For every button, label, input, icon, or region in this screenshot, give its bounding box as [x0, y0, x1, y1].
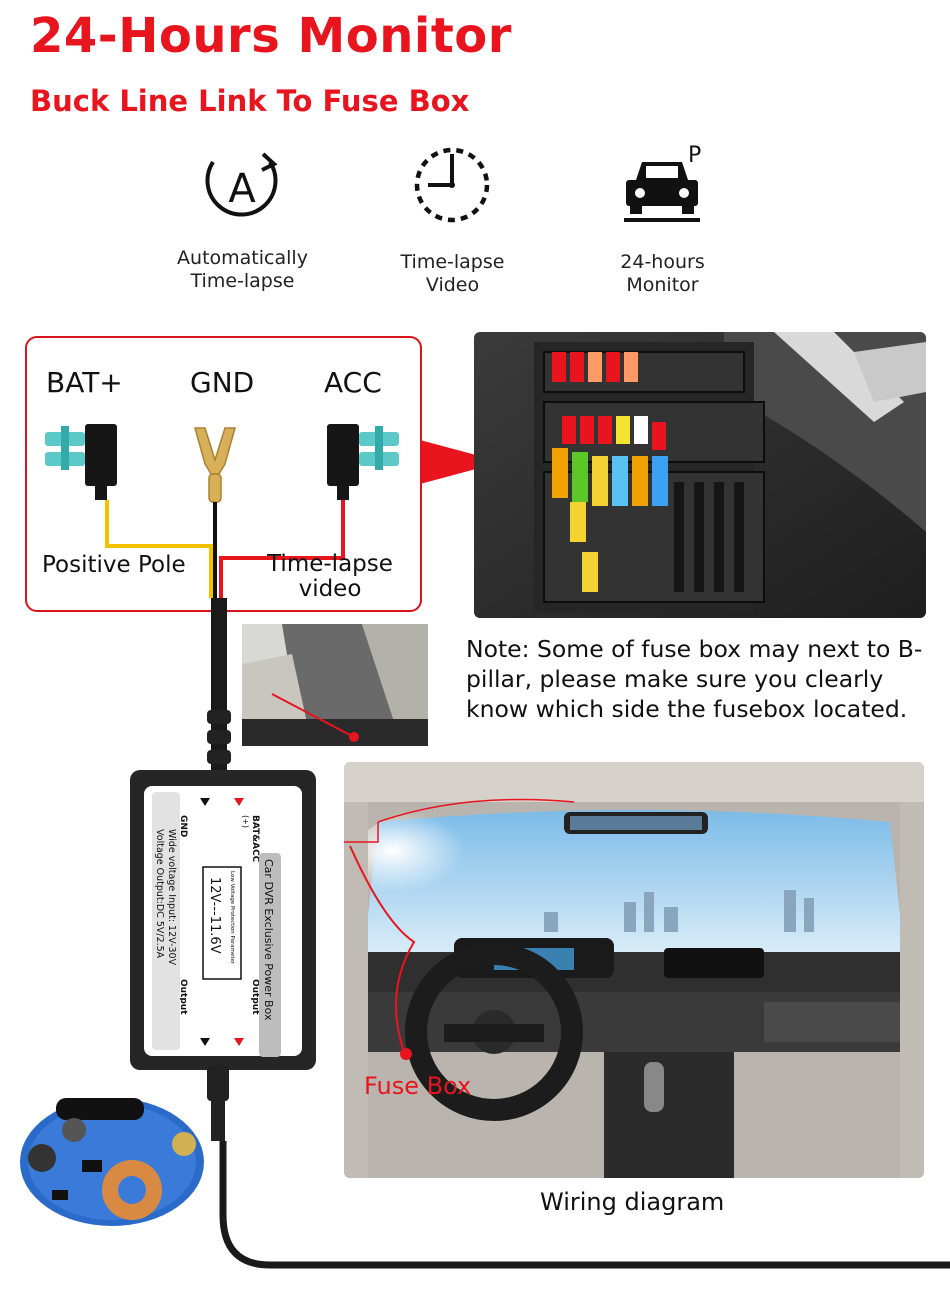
fuse-box-note: Note: Some of fuse box may next to B-pil… [466, 635, 923, 723]
gnd-terminal-icon [194, 427, 236, 503]
clock-icon [414, 147, 490, 223]
page-subtitle: Buck Line Link To Fuse Box [30, 84, 470, 118]
cable-lower [207, 1065, 950, 1269]
power-box-gnd: GND [178, 815, 188, 837]
acc-label: ACC [324, 366, 382, 399]
power-box-plus: (+) [241, 815, 250, 828]
pointer-arrow-icon [420, 440, 502, 484]
power-box-module: BAT&ACC (+) GND (-) Output Output Car DV… [130, 770, 316, 1070]
circuit-board-image [20, 1098, 204, 1226]
power-box-bat-acc: BAT&ACC [250, 815, 260, 863]
acc-fuse-tap-icon [327, 424, 399, 500]
svg-text:A: A [228, 166, 256, 212]
parked-car-icon: P [624, 143, 701, 222]
wiring-diagram [45, 424, 399, 708]
bat-label: BAT+ [46, 366, 123, 399]
gnd-label: GND [190, 366, 255, 399]
feature-label: 24-hours Monitor [620, 251, 705, 296]
car-interior-photo [344, 762, 924, 1178]
power-box-output-plus: Output [250, 979, 260, 1015]
feature-auto-timelapse: A Automatically Time-lapse [170, 140, 315, 292]
power-box-output-spec: Voltage Output:DC 5V/2.5A [154, 829, 165, 959]
power-box-param-value: 12V---11.6V [207, 877, 222, 954]
timelapse-video-label: Time-lapse video [267, 551, 393, 602]
feature-label: Automatically Time-lapse [177, 247, 308, 292]
positive-pole-label: Positive Pole [42, 552, 186, 578]
feature-timelapse-video: Time-lapse Video [380, 140, 525, 296]
power-box-param-title: Low Voltage Protection Parameter [229, 871, 235, 965]
page-title: 24-Hours Monitor [30, 8, 512, 64]
cable-upper [207, 700, 231, 780]
parking-badge: P [688, 143, 701, 168]
b-pillar-photo [242, 624, 428, 746]
power-box-input-spec: Wide voltage Input: 12V-30V [166, 829, 177, 966]
bat-fuse-tap-icon [45, 424, 117, 500]
feature-label: Time-lapse Video [400, 251, 505, 296]
power-box-output-minus: Output [178, 979, 188, 1015]
auto-timelapse-icon: A [205, 152, 278, 217]
fuse-box-label: Fuse Box [364, 1072, 472, 1100]
fuse-row [552, 352, 668, 592]
feature-24h-monitor: P 24-hours Monitor [590, 140, 735, 296]
power-box-brand: Car DVR Exclusive Power Box [262, 859, 275, 1021]
wiring-diagram-caption: Wiring diagram [540, 1188, 725, 1216]
fuse-box-photo [474, 332, 926, 618]
